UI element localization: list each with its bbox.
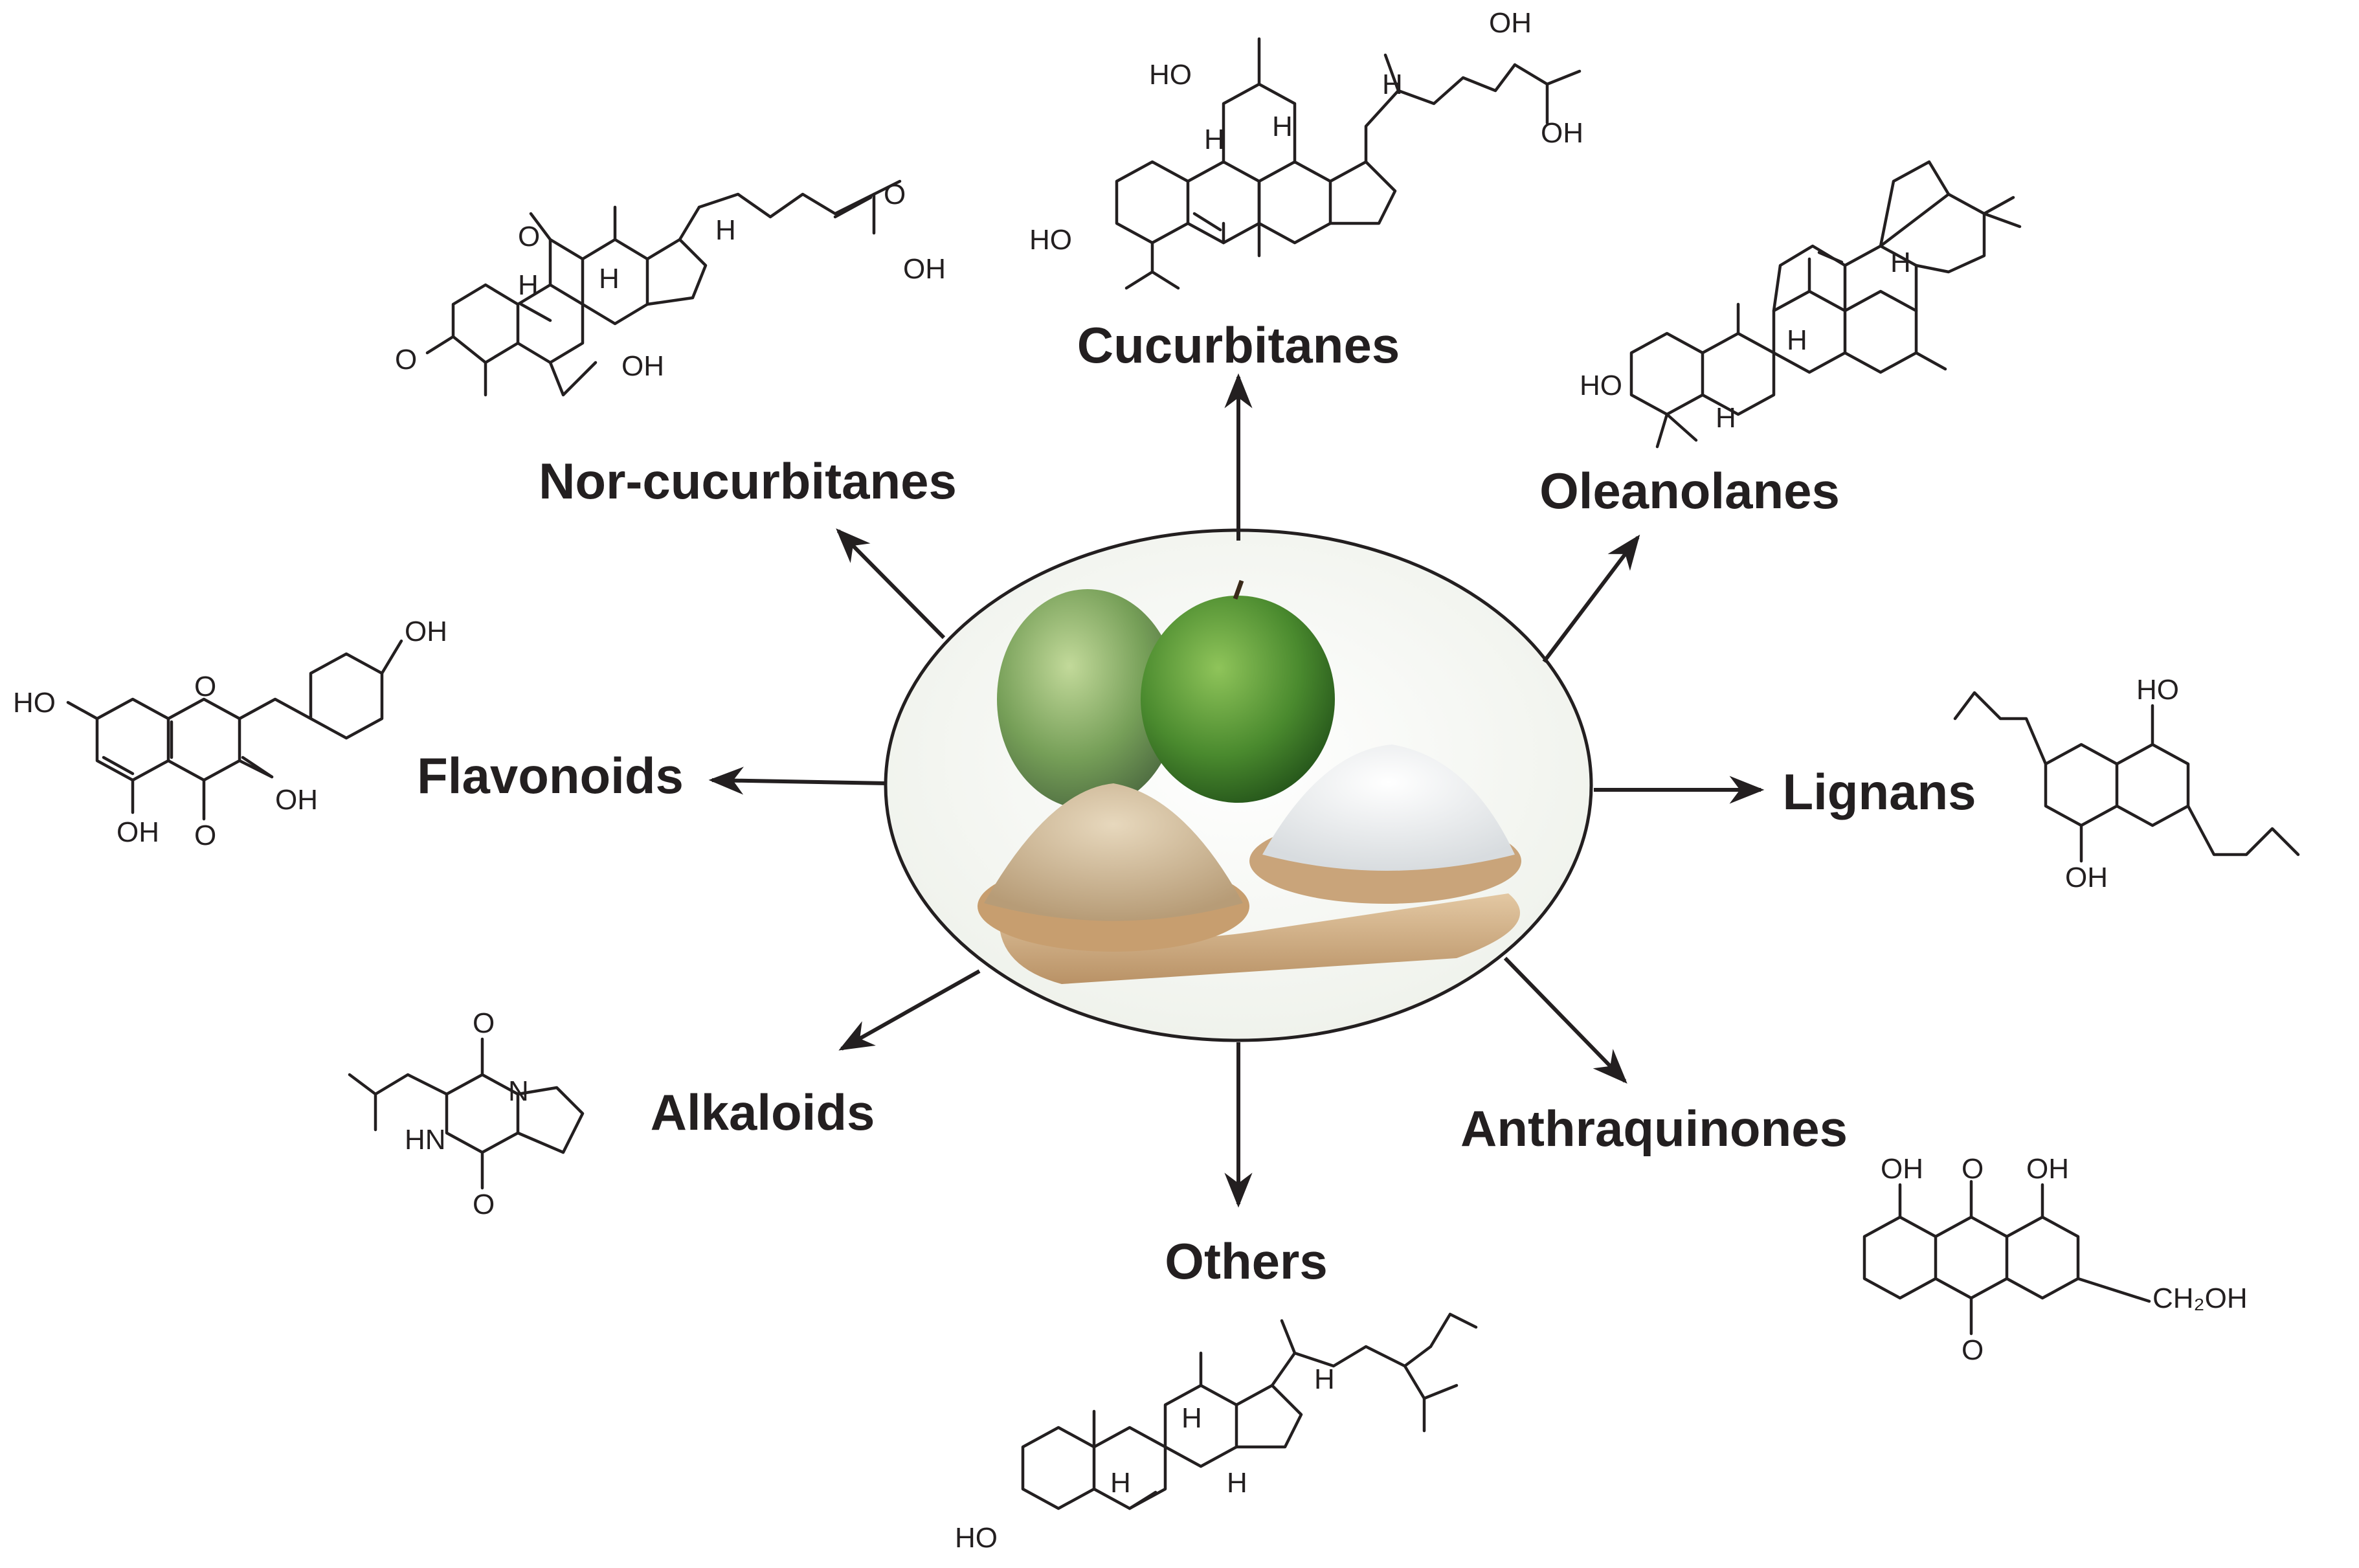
atom-h: H [1272,111,1293,142]
atom-h: H [1204,124,1225,155]
atom-h: H [1716,402,1736,434]
label-nor-cucurbitanes: Nor-cucurbitanes [539,453,957,510]
atom-o: O [473,1189,495,1220]
atom-o: O [473,1007,495,1039]
atom-h: H [1110,1467,1131,1499]
atom-oh: OH [1489,7,1532,39]
structure-nor-cucurbitane: O O OH O OH H H H [395,179,946,397]
label-cucurbitanes: Cucurbitanes [1077,317,1400,374]
structure-sterol: HO H H H H [955,1312,1478,1554]
arrow-to-flavonoids [708,767,888,795]
label-others: Others [1165,1233,1327,1290]
atom-h: H [1890,247,1911,278]
atom-hn: HN [405,1124,446,1156]
arrow-to-anthraquinones [1503,956,1627,1084]
arrows [708,373,1765,1208]
atom-oh: OH [621,350,664,382]
label-lignans: Lignans [1782,763,1976,820]
atom-h: H [599,263,620,295]
powder-white [1262,745,1515,871]
atom-oh: HO [1029,224,1072,256]
arrow-to-alkaloids [838,969,981,1051]
atom-oh: OH [903,253,946,285]
atom-o: O [1962,1153,1984,1185]
atom-h: H [518,269,539,301]
atom-h: H [1181,1402,1202,1434]
atom-h: H [1787,324,1807,356]
atom-oh: OH [117,816,159,848]
atom-oh: OH [275,784,318,816]
atom-ho: HO [2136,674,2179,706]
atom-ho: HO [13,687,56,719]
monk-fruit-left [997,589,1178,809]
structure-flavonoid: O HO OH OH OH O [13,616,447,851]
arrow-to-nor-cucurbitanes [836,528,946,640]
atom-ho: HO [1580,370,1622,401]
structure-cucurbitane: HO HO OH OH H H H [1029,7,1583,290]
atom-o: O [1962,1334,1984,1366]
atom-h: H [715,214,736,246]
atom-h: H [1382,69,1403,100]
structure-alkaloid: O N HN O [348,1007,585,1220]
atom-oh: OH [1541,117,1583,149]
atom-o: O [518,221,540,252]
atom-ch2oh: CH₂OH [2152,1282,2248,1314]
atom-oh: OH [1881,1153,1923,1185]
atom-n: N [508,1075,529,1107]
atom-oh: OH [405,616,447,647]
powder-tan [984,783,1243,921]
label-anthraquinones: Anthraquinones [1460,1100,1848,1157]
label-alkaloids: Alkaloids [651,1084,875,1141]
atom-o: O [884,179,906,210]
atom-h: H [1314,1363,1335,1395]
atom-ho: HO [955,1522,998,1554]
atom-o: O [194,671,216,702]
atom-oh: HO [1149,59,1192,91]
structure-anthraquinone: OH O OH CH₂OH O [1862,1153,2248,1366]
atom-oh: OH [2026,1153,2069,1185]
label-oleanolanes: Oleanolanes [1539,462,1840,519]
structure-oleanolane: HO H H H [1580,160,2022,449]
arrow-to-oleanolanes [1542,534,1640,663]
structure-lignan: HO OH [1953,674,2300,893]
monk-fruit-right [1141,596,1335,803]
atom-o: O [194,820,216,851]
center-photo [884,528,1593,1042]
atom-o: O [395,344,417,375]
atom-h: H [1227,1467,1247,1499]
atom-oh: OH [2065,862,2108,893]
label-flavonoids: Flavonoids [417,747,684,804]
